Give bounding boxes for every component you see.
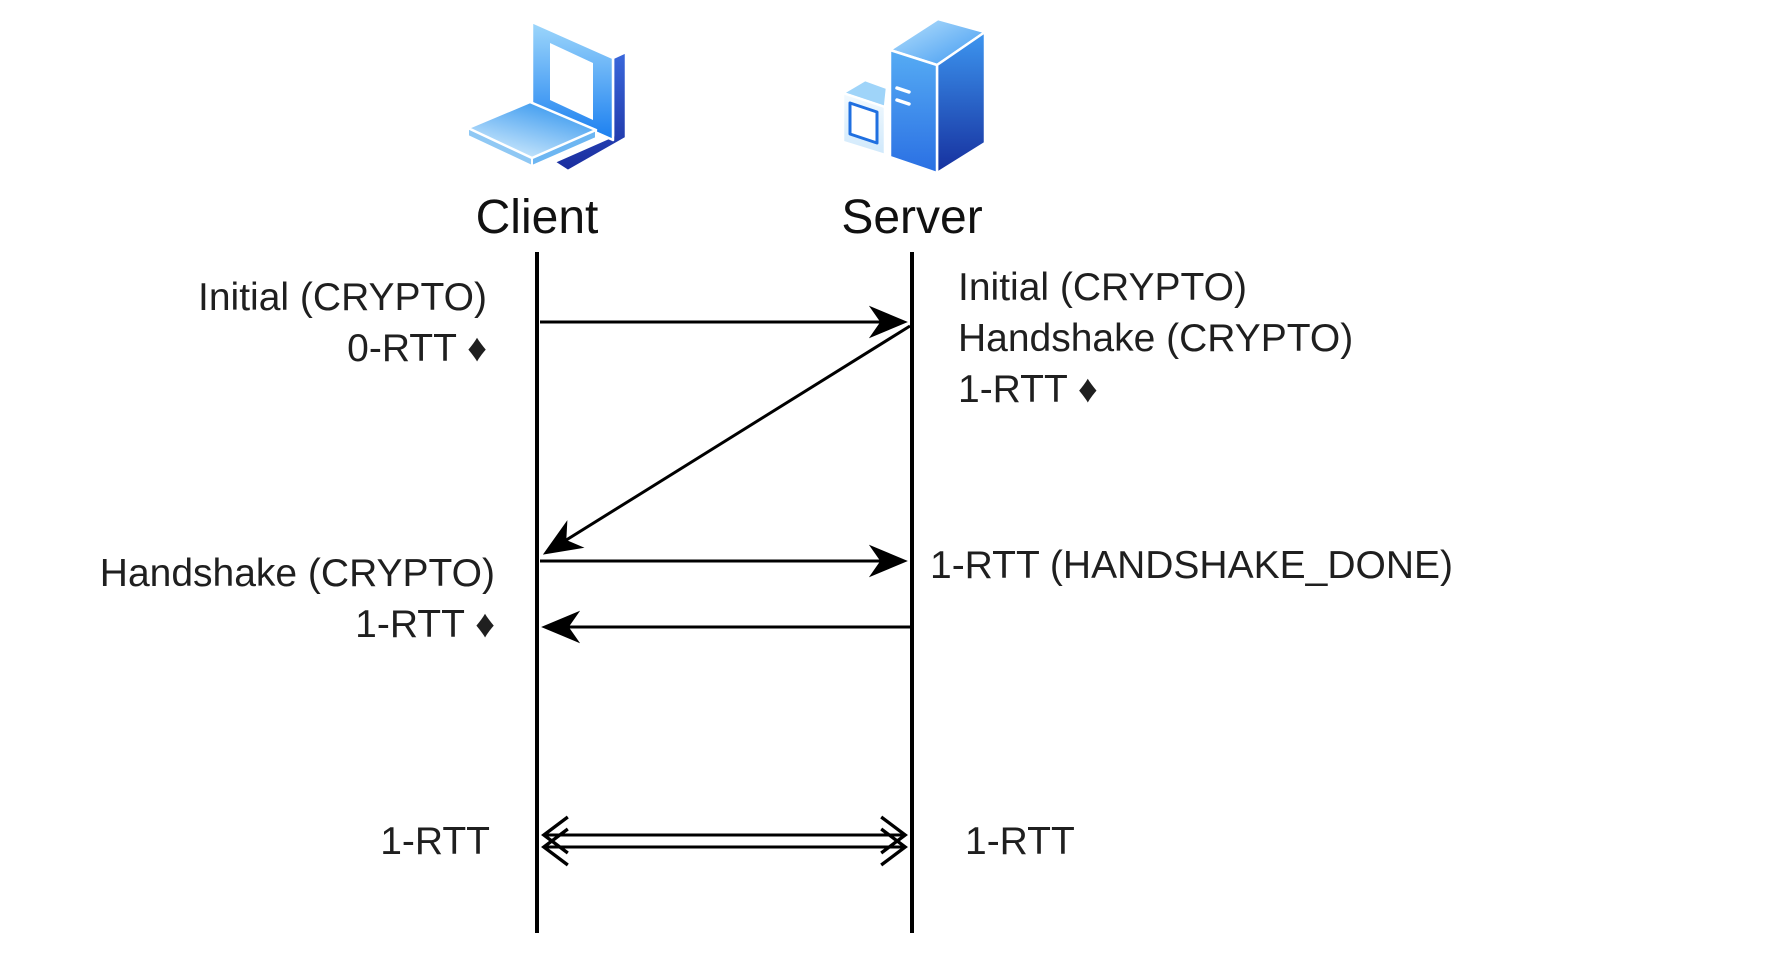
arrow-server-reply-diagonal bbox=[542, 324, 911, 555]
server-left-face bbox=[888, 48, 939, 175]
label-line: 1-RTT ♦ bbox=[958, 368, 1098, 411]
server-box-screen bbox=[848, 101, 879, 145]
label-msg1-client: Initial (CRYPTO) 0-RTT ♦ bbox=[87, 272, 487, 374]
label-line: 1-RTT ♦ bbox=[355, 603, 495, 646]
label-line: Handshake (CRYPTO) bbox=[99, 552, 495, 595]
laptop-icon bbox=[466, 20, 627, 173]
laptop-display bbox=[550, 43, 593, 120]
client-actor-label: Client bbox=[475, 191, 599, 244]
server-vent-dash bbox=[895, 86, 911, 94]
label-line: Initial (CRYPTO) bbox=[198, 276, 487, 319]
label-msg5-server: 1-RTT bbox=[965, 820, 1075, 863]
label-msg3-client: Handshake (CRYPTO) 1-RTT ♦ bbox=[95, 548, 495, 650]
server-actor-label: Server bbox=[841, 191, 983, 244]
label-line: Handshake (CRYPTO) bbox=[958, 317, 1354, 360]
label-msg5-client: 1-RTT bbox=[380, 820, 490, 863]
label-msg4-server: 1-RTT (HANDSHAKE_DONE) bbox=[930, 540, 1590, 591]
label-line: 0-RTT ♦ bbox=[347, 327, 487, 370]
laptop-base bbox=[466, 100, 598, 160]
label-line: Initial (CRYPTO) bbox=[958, 266, 1247, 309]
label-line: 1-RTT (HANDSHAKE_DONE) bbox=[930, 544, 1453, 587]
server-vent-dash bbox=[895, 98, 911, 106]
server-tower-icon bbox=[841, 17, 987, 175]
label-msg2-server: Initial (CRYPTO) Handshake (CRYPTO) 1-RT… bbox=[958, 262, 1478, 415]
